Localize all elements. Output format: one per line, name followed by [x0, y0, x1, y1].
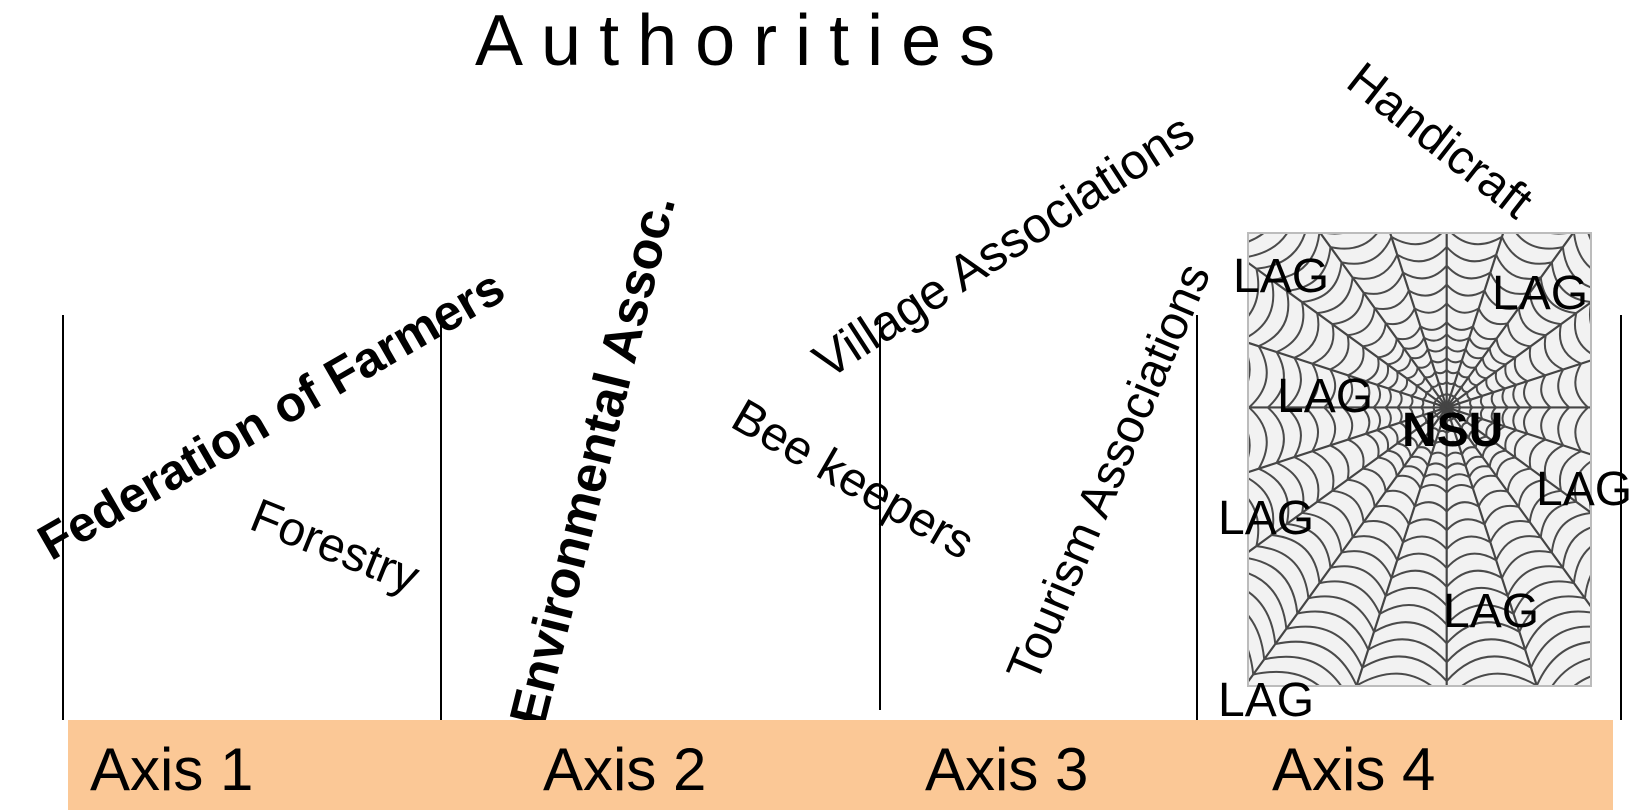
lag-node-2: LAG — [1492, 267, 1589, 320]
web-spoke — [1446, 406, 1590, 456]
web-ring — [1419, 380, 1474, 435]
axis-4-label: Axis 4 — [1272, 736, 1436, 803]
axis-divider-4 — [1196, 315, 1198, 720]
web-ring — [1372, 332, 1521, 483]
web-ring — [1341, 301, 1552, 514]
lag-node-4: LAG — [1536, 463, 1633, 516]
web-ring — [1249, 591, 1590, 685]
org-environmental-assoc: Environmental Assoc. — [499, 189, 688, 732]
org-handicraft: Handicraft — [1337, 52, 1543, 230]
web-ring — [1395, 356, 1497, 459]
diagram-title: Authorities — [475, 1, 1014, 81]
lag-node-5: LAG — [1218, 492, 1315, 545]
lag-node-3: LAG — [1277, 370, 1374, 423]
web-spoke — [1446, 359, 1590, 409]
web-spoke — [1446, 406, 1590, 514]
lag-node-6: LAG — [1443, 585, 1540, 638]
lag-node-1: LAG — [1233, 250, 1330, 303]
web-spoke — [1446, 301, 1590, 409]
web-ring — [1249, 234, 1590, 664]
axis-divider-5 — [1620, 315, 1622, 720]
org-tourism-associations: Tourism Associations — [997, 256, 1222, 690]
nsu-center-node: NSU — [1402, 404, 1504, 457]
axis-3-label: Axis 3 — [925, 736, 1089, 803]
spider-web-image — [1247, 232, 1592, 687]
web-ring — [1383, 344, 1509, 471]
web-ring — [1285, 245, 1590, 570]
axis-divider-1 — [62, 315, 64, 720]
web-ring — [1303, 264, 1589, 551]
web-ring — [1249, 234, 1590, 683]
web-ring — [1407, 368, 1485, 447]
web-ring — [1249, 234, 1590, 608]
web-ring — [1249, 234, 1590, 645]
org-bee-keepers: Bee keepers — [723, 389, 983, 571]
web-ring — [1249, 234, 1590, 627]
web-ring — [1322, 283, 1570, 532]
web-ring — [1266, 234, 1590, 589]
axis-2-label: Axis 2 — [543, 736, 707, 803]
web-ring — [1360, 320, 1533, 495]
spider-web-graphic — [1249, 234, 1590, 685]
lag-node-7: LAG — [1218, 674, 1315, 727]
org-forestry: Forestry — [243, 489, 427, 605]
axis-divider-3 — [879, 315, 881, 710]
axis-bar — [68, 720, 1613, 810]
axis-divider-2 — [440, 315, 442, 720]
web-ring — [1431, 392, 1462, 423]
axis-1-label: Axis 1 — [90, 736, 254, 803]
